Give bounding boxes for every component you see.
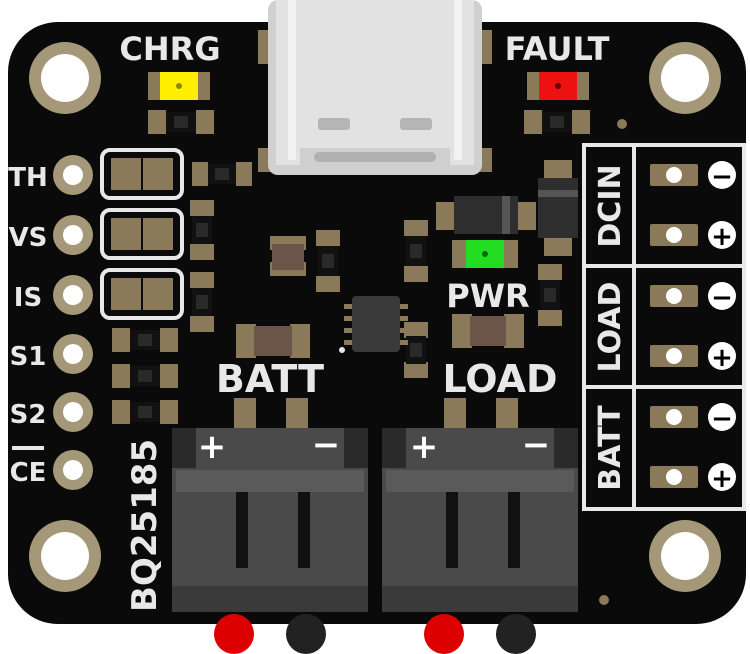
resistor-chrg — [148, 110, 214, 134]
pin-s1[interactable]: S1 — [10, 334, 93, 374]
batt-wire-black — [286, 614, 326, 654]
pad-dcin-plus[interactable] — [650, 224, 698, 246]
chrg-led — [148, 72, 210, 100]
left-pin-header: TH VS IS S1 S2 CE — [8, 155, 93, 490]
capacitor-c3 — [452, 314, 524, 348]
batt-plus-symbol: + — [198, 427, 227, 467]
load-plus-symbol: + — [410, 427, 439, 467]
diode-d2 — [538, 160, 578, 256]
terminal-label-dcin: DCIN — [593, 164, 628, 247]
solder-jumper-vs[interactable] — [100, 208, 184, 260]
batt-terminal-plus-symbol: + — [711, 464, 733, 494]
resistor-r9 — [404, 322, 428, 378]
resistor-r4 — [112, 328, 178, 352]
dcin-plus-symbol: + — [711, 222, 733, 252]
pad-batt-minus[interactable] — [650, 406, 698, 428]
pin-label-vs: VS — [9, 223, 48, 253]
terminal-label-batt: BATT — [593, 405, 628, 491]
batt-terminal-minus-symbol: − — [711, 404, 733, 434]
dcin-minus-badge — [708, 161, 736, 189]
batt-minus-badge — [708, 403, 736, 431]
right-terminal-block: DCIN − + LOAD − + BATT − — [582, 143, 746, 511]
load-wire-red — [424, 614, 464, 654]
solder-jumper-is[interactable] — [100, 268, 184, 320]
batt-label: BATT — [216, 357, 324, 401]
resistor-r8 — [404, 220, 428, 282]
load-terminal-plus-symbol: + — [711, 343, 733, 373]
pin-label-th: TH — [8, 163, 48, 193]
chip-name-label: BQ25185 — [125, 439, 165, 612]
pin-ce[interactable]: CE — [10, 446, 93, 490]
chrg-label: CHRG — [119, 30, 220, 68]
batt-jst-connector[interactable]: + − — [172, 398, 368, 612]
ce-overbar — [12, 446, 44, 450]
resistor-r6 — [112, 400, 178, 424]
fiducial — [617, 119, 627, 129]
load-minus-badge — [708, 282, 736, 310]
batt-plus-badge — [708, 463, 736, 491]
pin-label-s1: S1 — [10, 342, 47, 372]
resistor-fault — [524, 110, 590, 134]
resistor-r10 — [538, 264, 562, 326]
usb-c-connector[interactable] — [258, 0, 492, 175]
solder-jumper-th[interactable] — [100, 148, 184, 200]
dcin-plus-badge — [708, 221, 736, 249]
resistor-r2 — [190, 200, 214, 260]
dcin-minus-symbol: − — [711, 162, 733, 192]
capacitor-c1 — [270, 236, 306, 276]
mounting-hole-bottom-right — [649, 520, 721, 592]
load-minus-symbol: − — [522, 425, 551, 465]
pin-label-is: IS — [14, 283, 42, 313]
mounting-hole-top-right — [649, 42, 721, 114]
load-label: LOAD — [442, 357, 557, 401]
load-terminal-minus-symbol: − — [711, 283, 733, 313]
pad-batt-plus[interactable] — [650, 466, 698, 488]
capacitor-c2 — [236, 324, 310, 358]
fault-label: FAULT — [505, 30, 610, 68]
pin-label-ce: CE — [10, 458, 47, 488]
resistor-r7 — [316, 230, 340, 292]
pin-is[interactable]: IS — [14, 275, 93, 315]
diode-d1 — [436, 196, 536, 234]
pin-s2[interactable]: S2 — [10, 392, 93, 432]
pin-th[interactable]: TH — [8, 155, 93, 195]
resistor-r1 — [192, 162, 252, 186]
batt-wire-red — [214, 614, 254, 654]
pwr-led — [452, 240, 518, 268]
resistor-r5 — [112, 364, 178, 388]
batt-minus-symbol: − — [312, 425, 341, 465]
pad-load-plus[interactable] — [650, 345, 698, 367]
fault-led — [527, 72, 589, 100]
load-plus-badge — [708, 342, 736, 370]
fiducial-bottom — [599, 595, 609, 605]
ic-chip — [339, 296, 408, 353]
terminal-label-load: LOAD — [593, 282, 628, 373]
mounting-hole-top-left — [29, 42, 101, 114]
load-wire-black — [496, 614, 536, 654]
pad-load-minus[interactable] — [650, 285, 698, 307]
resistor-r3 — [190, 272, 214, 332]
load-jst-connector[interactable]: + − — [382, 398, 578, 612]
pin-vs[interactable]: VS — [9, 215, 93, 255]
mounting-hole-bottom-left — [29, 520, 101, 592]
pwr-label: PWR — [446, 277, 529, 315]
pad-dcin-minus[interactable] — [650, 164, 698, 186]
pin-label-s2: S2 — [10, 400, 47, 430]
